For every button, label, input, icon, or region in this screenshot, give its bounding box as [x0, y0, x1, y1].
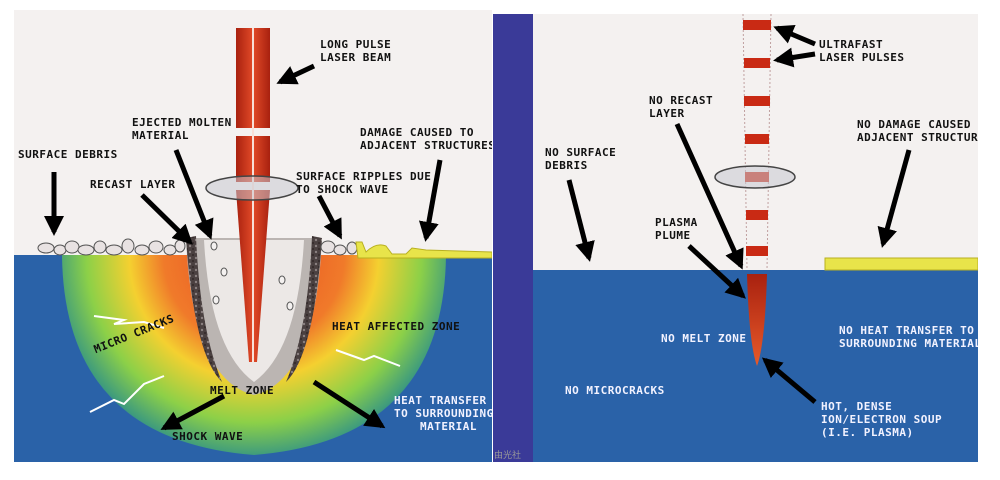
label-surface-debris: Surface debris — [18, 148, 118, 161]
label-long-pulse: Long pulse laser beam — [320, 38, 391, 64]
arrow-heat-transfer — [312, 379, 386, 429]
label-recast-layer: Recast layer — [90, 178, 176, 191]
arrow-plasma-plume — [687, 244, 746, 299]
recast-layer-right — [286, 236, 322, 382]
label-line: Long pulse — [320, 38, 392, 51]
label-line: ion/electron soup — [821, 413, 943, 426]
label-no-surface-debris: No surface debris — [545, 146, 616, 172]
label-line: (i.e. Plasma) — [821, 426, 914, 439]
label-line: Plasma — [655, 216, 698, 229]
label-line: adjacent structur — [857, 131, 978, 144]
plasma-plume — [747, 274, 767, 366]
label-line: Heat transfer — [394, 394, 487, 407]
label-line: Ultrafast — [819, 38, 884, 51]
arrow-laser-beam — [276, 63, 316, 85]
label-shock-wave: Shock wave — [172, 430, 244, 443]
label-line: layer — [649, 107, 685, 120]
ultrafast-panel: Ultrafast laser pulses No recast layer N… — [493, 14, 978, 462]
focusing-lens — [714, 165, 796, 189]
arrow-no-recast — [674, 122, 744, 270]
label-line: material — [420, 420, 477, 433]
label-line: adjacent structures — [360, 139, 492, 152]
label-line: plume — [655, 229, 691, 242]
label-damage-adjacent: Damage caused to adjacent structures — [360, 126, 492, 152]
label-line: Damage caused to — [360, 126, 474, 139]
arrow-pulses-top — [773, 24, 816, 47]
ejected-droplets — [210, 241, 294, 311]
arrow-pulses-second — [773, 47, 816, 68]
label-no-melt-zone: No melt zone — [661, 332, 747, 345]
label-line: No damage caused — [857, 118, 971, 131]
label-no-heat-transfer: No heat transfer to surrounding material — [839, 324, 978, 350]
label-line: No recast — [649, 94, 714, 107]
label-line: Hot, dense — [821, 400, 893, 413]
label-line: to shock wave — [296, 183, 389, 196]
label-heat-affected-zone: Heat affected zone — [332, 320, 461, 333]
surface-debris — [37, 238, 358, 256]
ultrafast-illustration — [533, 14, 978, 462]
label-no-recast: No recast layer — [649, 94, 713, 120]
label-ultrafast-pulses: Ultrafast laser pulses — [819, 38, 904, 64]
label-no-damage: No damage caused adjacent structur — [857, 118, 978, 144]
label-line: laser pulses — [819, 51, 905, 64]
arrow-no-surface-debris — [566, 179, 595, 262]
label-line: Ejected molten — [132, 116, 232, 129]
label-line: No heat transfer to — [839, 324, 975, 337]
label-hot-plasma: Hot, dense ion/electron soup (i.e. Plasm… — [821, 400, 942, 439]
label-no-microcracks: No microcracks — [565, 384, 665, 397]
arrow-no-damage — [877, 149, 912, 248]
label-line: debris — [545, 159, 588, 172]
arrow-ejected-material — [173, 149, 214, 240]
label-heat-transfer: Heat transfer to surrounding material — [394, 394, 492, 433]
label-melt-zone: Melt zone — [210, 384, 275, 397]
micro-cracks — [89, 315, 401, 413]
label-ejected-material: Ejected molten material — [132, 116, 232, 142]
label-line: material — [132, 129, 189, 142]
label-line: to surrounding — [394, 407, 492, 420]
arrow-surface-ripples — [316, 194, 343, 240]
recast-layer-left — [186, 236, 222, 382]
label-line: Surface ripples due — [296, 170, 432, 183]
arrow-damage-adjacent — [418, 159, 443, 242]
label-line: surrounding material — [839, 337, 978, 350]
arrow-shock-wave — [160, 393, 226, 431]
adjacent-structure — [824, 257, 978, 271]
label-line: laser beam — [320, 51, 392, 64]
label-plasma-plume: Plasma plume — [655, 216, 698, 242]
arrow-recast-layer — [140, 193, 193, 245]
long-pulse-illustration — [14, 28, 492, 462]
label-line: No surface — [545, 146, 617, 159]
label-surface-ripples: Surface ripples due to shock wave — [296, 170, 431, 196]
long-pulse-panel: Long pulse laser beam Ejected molten mat… — [14, 10, 492, 462]
focusing-lens — [205, 175, 299, 201]
damaged-adjacent-structure — [355, 241, 492, 259]
arrow-hot-plasma — [761, 357, 817, 404]
watermark: 由光社 — [494, 451, 522, 461]
laser-beam — [236, 28, 270, 362]
